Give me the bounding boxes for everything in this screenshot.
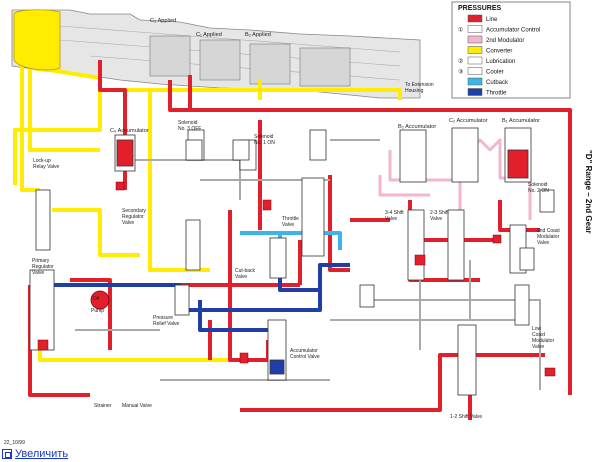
transmission-housing bbox=[11, 9, 421, 99]
label-c1-applied: C₁ Applied bbox=[196, 32, 222, 38]
label-throttle-valve-2: Valve bbox=[282, 222, 294, 228]
label-b1-accumulator: B₁ Accumulator bbox=[502, 118, 540, 124]
label-23-shift: 2-3 Shift bbox=[430, 210, 449, 216]
legend-label: Throttle bbox=[486, 91, 507, 97]
legend-label: Line bbox=[486, 17, 498, 23]
label-primary-regulator: Primary bbox=[32, 258, 50, 264]
label-pressure-relief-2: Relief Valve bbox=[153, 321, 180, 327]
label-primary-regulator-2: Regulator bbox=[32, 264, 54, 270]
component-labels: C₃ Applied C₁ Applied B₂ Applied To Exte… bbox=[4, 18, 560, 446]
label-manual-valve: Manual Valve bbox=[122, 403, 152, 409]
label-lockup-relay: Lock-up bbox=[33, 158, 51, 164]
hydraulic-circuit-diagram: PRESSURES Line ① Accumulator Control 2nd Mo… bbox=[4, 1, 593, 446]
label-b2-accumulator: B₂ Accumulator bbox=[398, 124, 436, 130]
enlarge-label: Увеличить bbox=[15, 448, 69, 460]
enlarge-link[interactable]: Увеличить bbox=[2, 448, 68, 460]
valve-bodies bbox=[29, 127, 532, 396]
label-oil-pump: Oil bbox=[93, 296, 99, 302]
label-solenoid-3: Solenoid bbox=[178, 120, 198, 126]
converter-block bbox=[13, 9, 61, 71]
label-code: 22_10/99 bbox=[4, 440, 25, 446]
label-solenoid-2-state: No. 2 ON bbox=[528, 188, 549, 194]
pressure-legend: PRESSURES Line ① Accumulator Control 2nd Mo… bbox=[451, 1, 571, 99]
legend-label: Converter bbox=[486, 49, 512, 55]
footer: Увеличить bbox=[0, 446, 600, 462]
label-secondary-regulator-3: Valve bbox=[122, 220, 134, 226]
label-to-extension-housing: Housing bbox=[405, 88, 424, 94]
label-secondary-regulator-2: Regulator bbox=[122, 214, 144, 220]
label-to-extension: To Extension bbox=[405, 82, 434, 88]
label-cutback: Cut-back bbox=[235, 268, 256, 274]
label-c3-applied: C₃ Applied bbox=[150, 18, 176, 24]
label-low-coast-2: Coast bbox=[532, 332, 546, 338]
legend-label: Cooler bbox=[486, 70, 504, 76]
label-solenoid-3-state: No. 3 OFF bbox=[178, 126, 201, 132]
label-lockup-relay-2: Relay Valve bbox=[33, 164, 60, 170]
label-second-coast-2: Modulator bbox=[537, 234, 560, 240]
label-secondary-regulator: Secondary bbox=[122, 208, 146, 214]
label-second-coast: 2nd Coast bbox=[537, 228, 560, 234]
legend-swatch bbox=[467, 56, 483, 65]
label-primary-regulator-3: Valve bbox=[32, 270, 44, 276]
legend-label: Accumulator Control bbox=[486, 28, 540, 34]
legend-swatch bbox=[467, 88, 483, 96]
legend-swatch bbox=[467, 14, 483, 23]
label-c0-accumulator: C₀ Accumulator bbox=[110, 128, 149, 134]
converter-pressure-lines bbox=[13, 13, 402, 362]
label-34-shift-2: Valve bbox=[385, 216, 397, 222]
label-accumulator-control: Accumulator bbox=[290, 348, 318, 354]
label-34-shift: 3-4 Shift bbox=[385, 210, 404, 216]
legend-swatch bbox=[467, 77, 483, 86]
label-b2-applied: B₂ Applied bbox=[245, 32, 271, 38]
label-oil-pump-2: Pump bbox=[91, 308, 104, 314]
label-solenoid-1: Solenoid bbox=[254, 134, 274, 140]
label-accumulator-control-2: Control Valve bbox=[290, 354, 320, 360]
label-low-coast-3: Modulator bbox=[532, 338, 555, 344]
page-title: "D" Range – 2nd Gear bbox=[584, 150, 593, 234]
label-c2-accumulator: C₂ Accumulator bbox=[449, 118, 488, 124]
label-solenoid-1-state: No. 1 ON bbox=[254, 140, 275, 146]
legend-swatch bbox=[467, 35, 483, 44]
legend-swatch bbox=[467, 25, 483, 33]
label-23-shift-2: Valve bbox=[430, 216, 442, 222]
legend-symbol: ② bbox=[458, 58, 463, 65]
line-pressure-lines bbox=[28, 60, 572, 420]
label-throttle-valve: Throttle bbox=[282, 216, 299, 222]
label-pressure-relief: Pressure bbox=[153, 315, 173, 321]
legend-label: Cutback bbox=[486, 80, 509, 86]
cutback-pressure-lines bbox=[240, 231, 342, 250]
label-12-shift: 1-2 Shift Valve bbox=[450, 414, 482, 420]
solenoids bbox=[185, 139, 555, 308]
enlarge-icon bbox=[2, 449, 12, 459]
label-cutback-2: Valve bbox=[235, 274, 247, 280]
check-balls bbox=[37, 181, 556, 377]
legend-swatch bbox=[467, 67, 483, 75]
label-strainer: Strainer bbox=[94, 403, 112, 409]
label-low-coast: Low bbox=[532, 326, 542, 332]
label-low-coast-4: Valve bbox=[532, 344, 544, 350]
legend-label: 2nd Modulator bbox=[486, 38, 524, 44]
legend-swatch bbox=[467, 46, 483, 54]
legend-label: Lubrication bbox=[486, 59, 515, 65]
oil-pump-icon bbox=[90, 290, 110, 310]
legend-symbol: ③ bbox=[458, 69, 463, 76]
label-solenoid-2: Solenoid bbox=[528, 182, 548, 188]
legend-symbol: ① bbox=[458, 27, 463, 34]
legend-heading: PRESSURES bbox=[458, 5, 502, 12]
label-second-coast-3: Valve bbox=[537, 240, 549, 246]
